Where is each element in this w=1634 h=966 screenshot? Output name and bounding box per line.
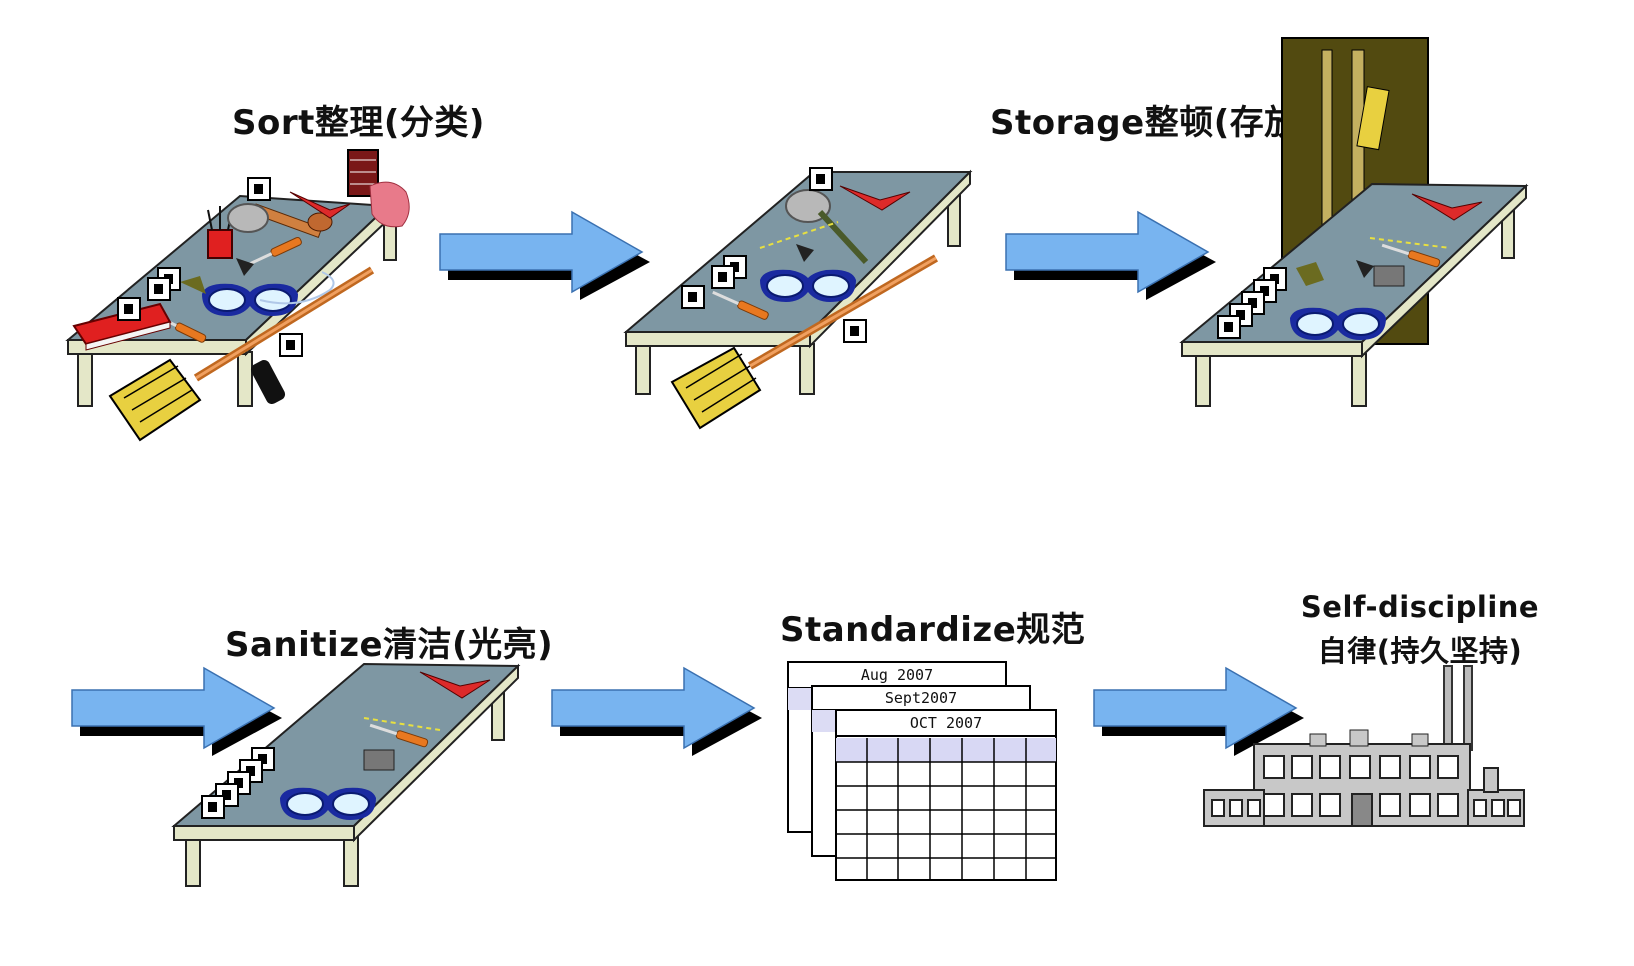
calendar-month-sept: Sept2007 bbox=[885, 689, 957, 707]
self-discipline-line2: 自律(持久坚持) bbox=[1317, 634, 1523, 668]
arrow-2 bbox=[1005, 211, 1217, 301]
step-label-standardize: Standardize规范 bbox=[780, 610, 1086, 650]
factory-illustration bbox=[1203, 665, 1525, 827]
storage-workbench-illustration bbox=[623, 167, 973, 430]
arrow-5 bbox=[1093, 667, 1305, 757]
step-label-sanitize: Sanitize清洁(光亮) bbox=[225, 625, 554, 665]
arrow-3 bbox=[71, 667, 283, 757]
step-label-self-discipline: Self-discipline 自律(持久坚持) bbox=[1290, 585, 1550, 673]
calendar-stack-illustration: Aug 2007 Sept2007 OCT 2007 bbox=[787, 661, 1057, 881]
step-label-sort: Sort整理(分类) bbox=[232, 103, 485, 143]
sort-workbench-illustration bbox=[65, 149, 410, 442]
step-label-storage: Storage整顿(存放) bbox=[990, 103, 1315, 143]
arrow-1 bbox=[439, 211, 651, 301]
sanitize-workbench-illustration bbox=[171, 662, 521, 887]
self-discipline-line1: Self-discipline bbox=[1300, 590, 1540, 624]
calendar-month-oct: OCT 2007 bbox=[910, 714, 982, 732]
organized-workbench-with-locker bbox=[1179, 37, 1529, 407]
arrow-4 bbox=[551, 667, 763, 757]
calendar-month-aug: Aug 2007 bbox=[861, 666, 933, 684]
